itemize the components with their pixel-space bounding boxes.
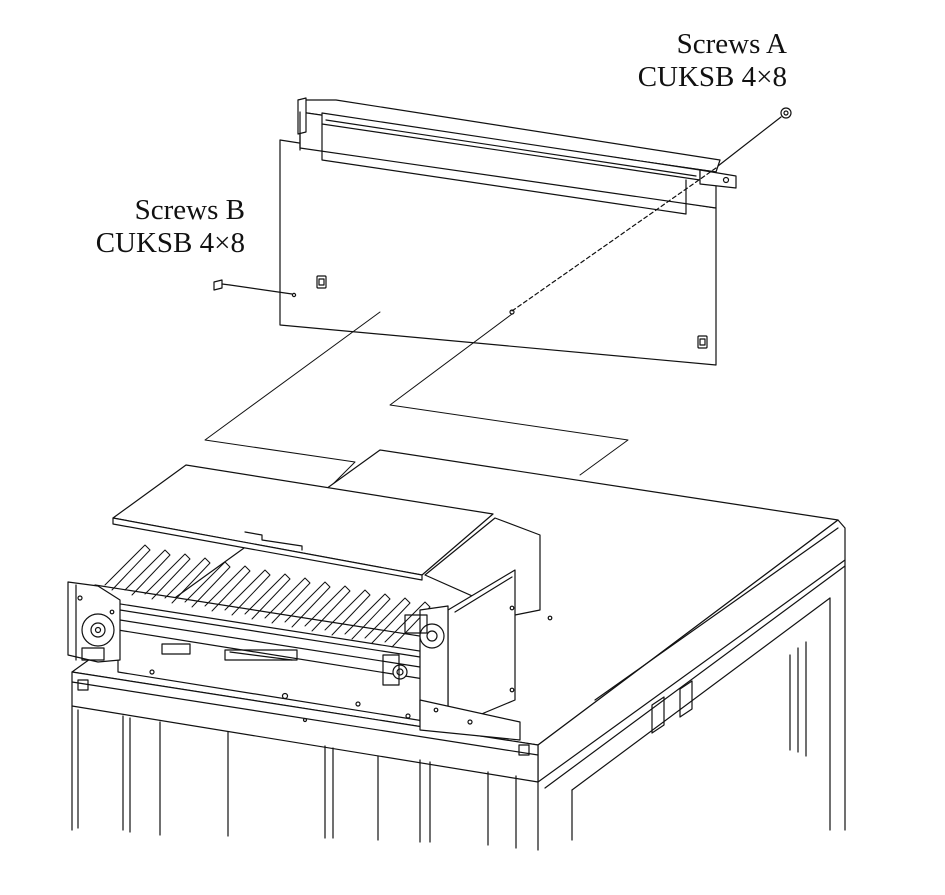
callout-screws-b-title: Screws B [134,194,245,226]
feed-plate [113,465,493,580]
callout-screws-b-spec: CUKSB 4×8 [95,227,245,259]
machine-body [72,450,845,850]
callout-screws-b: Screws B CUKSB 4×8 [96,194,245,260]
screw-b [214,280,292,294]
guide-lines [205,312,628,487]
callout-screws-a-spec: CUKSB 4×8 [637,61,787,93]
callout-screws-a: Screws A CUKSB 4×8 [638,28,787,94]
callout-screws-a-title: Screws A [676,28,787,60]
top-cover-panel [280,98,736,365]
left-side-frame [68,582,120,662]
right-drive-unit [383,518,552,740]
screw-a [512,108,791,311]
